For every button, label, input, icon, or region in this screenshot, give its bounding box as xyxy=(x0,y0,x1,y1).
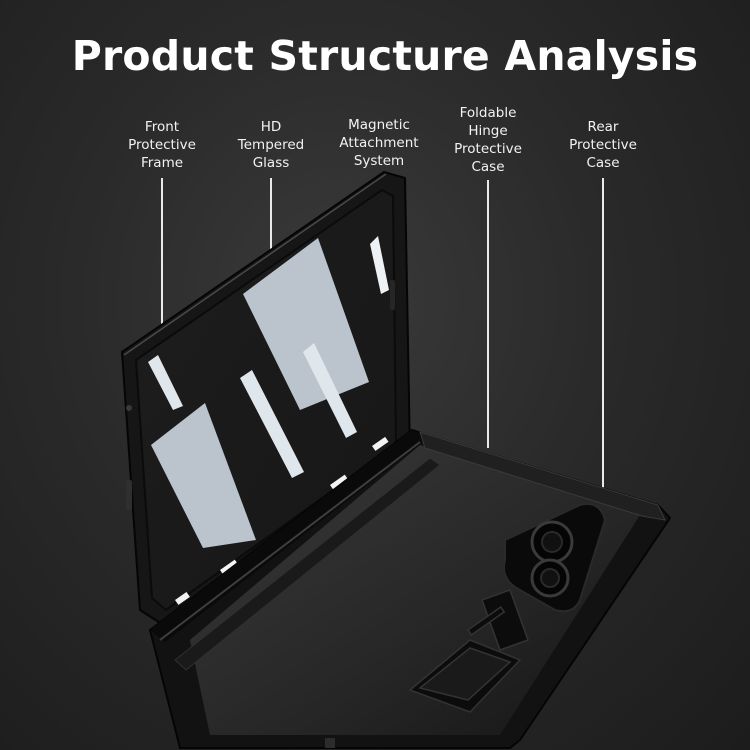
callout-line: Attachment xyxy=(339,135,419,151)
magnetic-strips xyxy=(174,436,389,605)
glass-strip-2 xyxy=(240,370,304,478)
camera-module xyxy=(503,503,607,613)
callout-line: Protective xyxy=(454,141,522,157)
rear-case-lip xyxy=(419,431,666,521)
glass-panel-large xyxy=(243,238,369,410)
callout-line: Front xyxy=(144,119,180,135)
glass-panel-left xyxy=(151,403,256,548)
callout-line: Magnetic xyxy=(348,117,410,133)
callout-foldable-hinge: Foldable Hinge Protective Case xyxy=(433,104,543,176)
callout-line: Glass xyxy=(252,155,290,171)
rear-case-face xyxy=(190,445,640,735)
callout-line: Case xyxy=(471,159,505,175)
callout-line: System xyxy=(353,153,405,169)
callout-front-protective-frame: Front Protective Frame xyxy=(107,118,217,172)
callout-line: Foldable xyxy=(459,105,517,121)
front-frame-edge-highlight xyxy=(123,173,387,356)
frame-screw xyxy=(126,405,132,411)
glass-strip-3 xyxy=(303,343,357,438)
leader-line-front-frame xyxy=(161,178,163,330)
callout-magnetic-attachment: Magnetic Attachment System xyxy=(324,116,434,170)
frame-top-slot xyxy=(390,280,395,310)
callout-line: Frame xyxy=(140,155,184,171)
leader-line-hinge xyxy=(487,180,489,448)
callout-line: Hinge xyxy=(468,123,508,139)
hinge-rail xyxy=(174,457,441,671)
glass-strip-1 xyxy=(148,355,183,410)
page-title: Product Structure Analysis xyxy=(71,32,699,80)
callout-hd-tempered-glass: HD Tempered Glass xyxy=(216,118,326,172)
callout-line: Rear xyxy=(587,119,619,135)
callout-line: Protective xyxy=(128,137,196,153)
frame-side-button xyxy=(126,480,132,510)
glass-strip-4 xyxy=(370,236,389,294)
hinge-highlight xyxy=(159,441,421,641)
hinge-spine xyxy=(150,430,428,642)
callout-rear-protective-case: Rear Protective Case xyxy=(548,118,658,172)
callout-line: Tempered xyxy=(237,137,305,153)
hinge-bottom-tab xyxy=(325,738,335,748)
kickstand-bracket xyxy=(408,589,529,713)
callout-line: HD xyxy=(260,119,282,135)
callout-line: Case xyxy=(586,155,620,171)
leader-line-rear-case xyxy=(602,178,604,498)
callout-line: Protective xyxy=(569,137,637,153)
